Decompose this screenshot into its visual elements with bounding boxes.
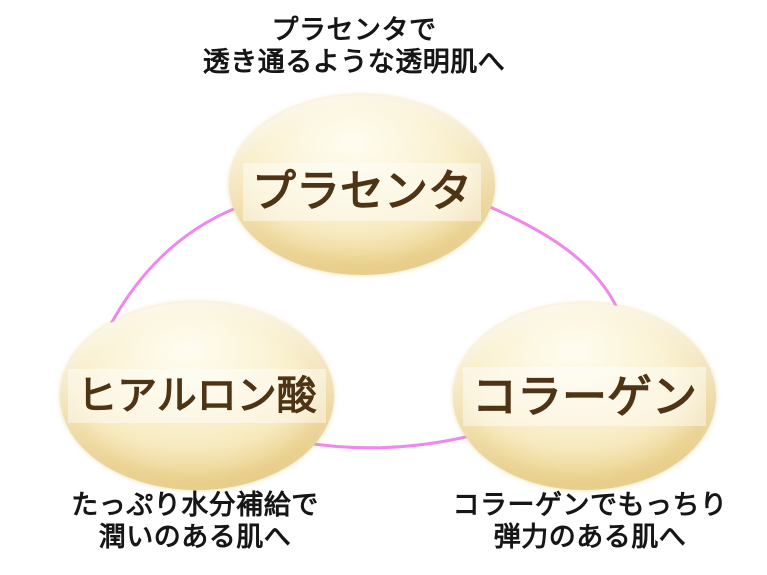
caption-placenta-effect: プラセンタで 透き通るような透明肌へ bbox=[54, 14, 654, 79]
node-placenta: プラセンタ bbox=[229, 95, 495, 275]
caption-line-1: プラセンタで bbox=[271, 15, 437, 45]
node-collagen-label: コラーゲン bbox=[462, 366, 706, 427]
node-placenta-label: プラセンタ bbox=[243, 162, 481, 222]
ring-arc-right bbox=[488, 205, 620, 312]
caption-hyaluronic-effect: たっぷり水分補給で 潤いのある肌へ bbox=[0, 489, 390, 554]
caption-line-2: 潤いのある肌へ bbox=[98, 522, 292, 553]
caption-collagen-effect: コラーゲンでもっちり 弾力のある肌へ bbox=[410, 489, 767, 554]
node-hyaluronic-acid: ヒアルロン酸 bbox=[60, 302, 334, 490]
caption-line-1: たっぷり水分補給で bbox=[71, 490, 319, 520]
node-collagen: コラーゲン bbox=[453, 303, 716, 490]
node-hyaluronic-acid-label: ヒアルロン酸 bbox=[68, 369, 326, 423]
caption-line-2: 弾力のある肌へ bbox=[493, 522, 687, 553]
ring-arc-bottom bbox=[298, 434, 472, 450]
ring-arc-left bbox=[110, 206, 238, 324]
caption-line-2: 透き通るような透明肌へ bbox=[202, 47, 506, 78]
caption-line-1: コラーゲンでもっちり bbox=[452, 490, 728, 520]
